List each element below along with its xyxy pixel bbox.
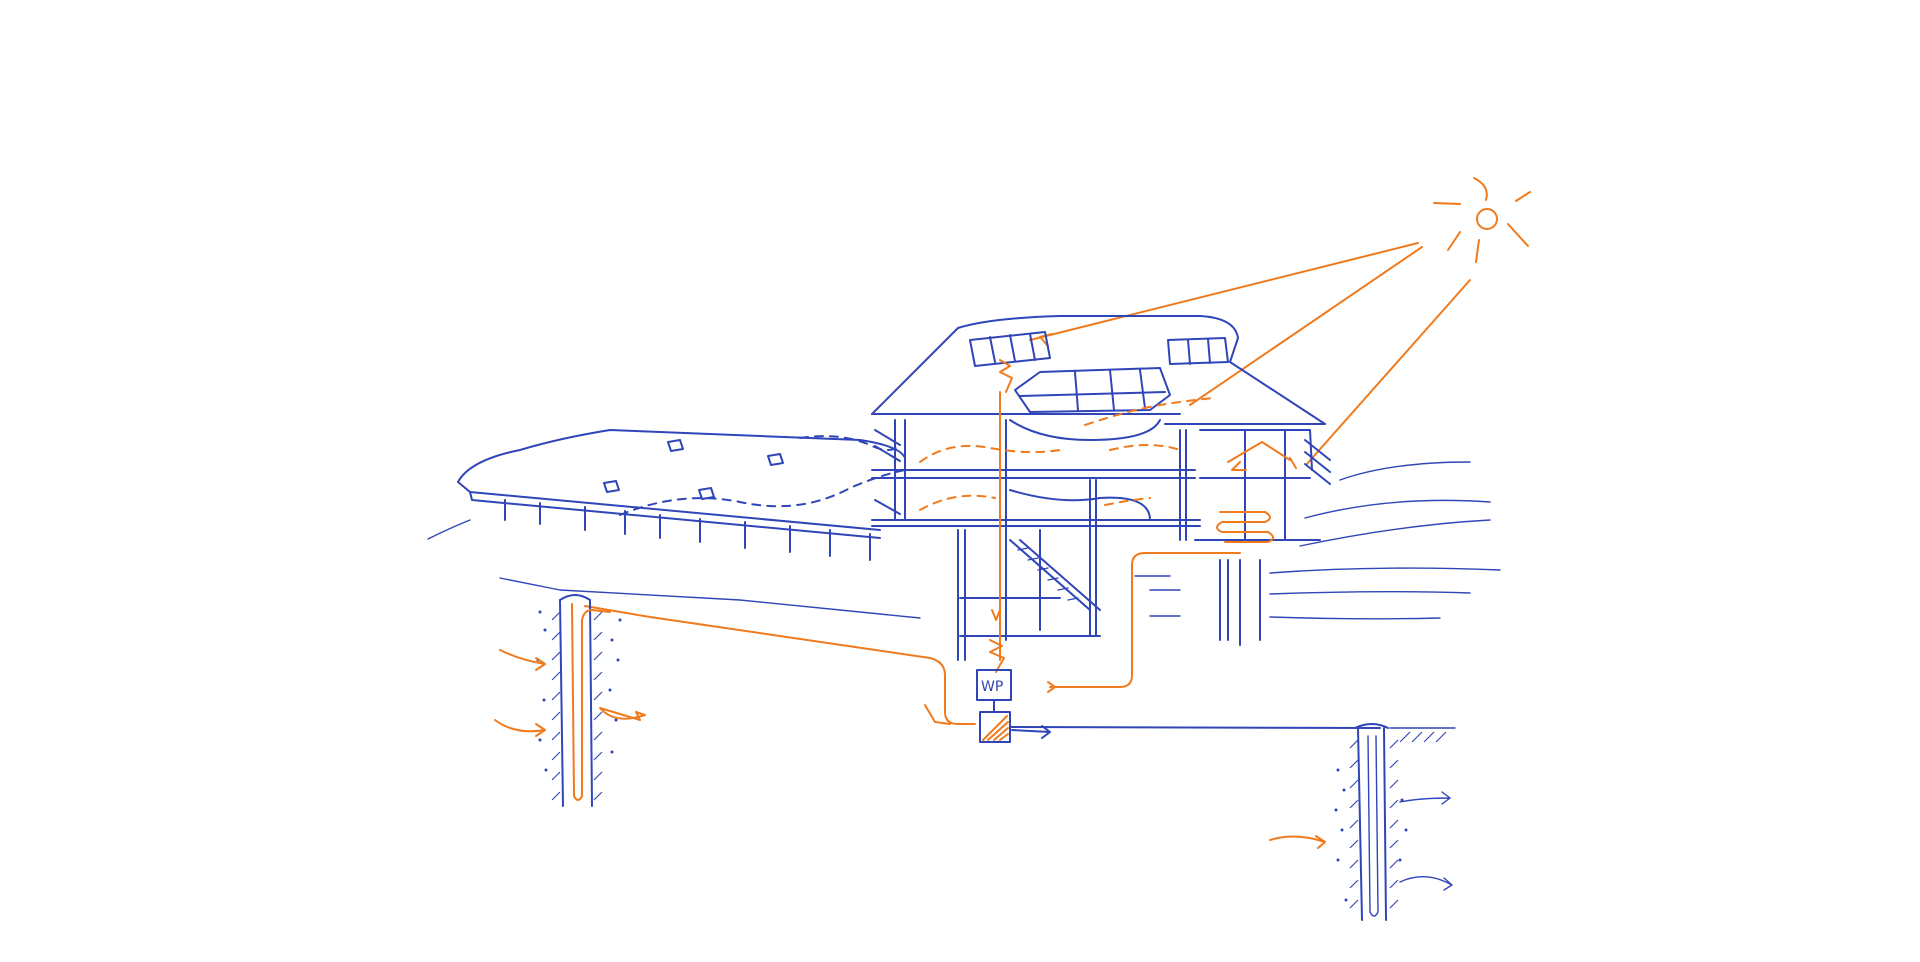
low-wing-building: [457, 429, 906, 561]
storage-tank-box: [979, 699, 1051, 743]
heat-pump-box: WP: [976, 669, 1012, 701]
geothermal-probe: [494, 594, 646, 807]
energy-flows: [584, 359, 1297, 725]
geothermal-probe: [1269, 723, 1453, 921]
heat-pump-label: WP: [981, 679, 1003, 695]
main-building: [871, 315, 1331, 661]
lightning-icon: [989, 639, 1005, 673]
solar-rays: [1029, 242, 1471, 466]
terrain-lines: [427, 461, 1501, 729]
lightning-icon: [999, 359, 1013, 393]
sun-icon: [1433, 177, 1531, 263]
